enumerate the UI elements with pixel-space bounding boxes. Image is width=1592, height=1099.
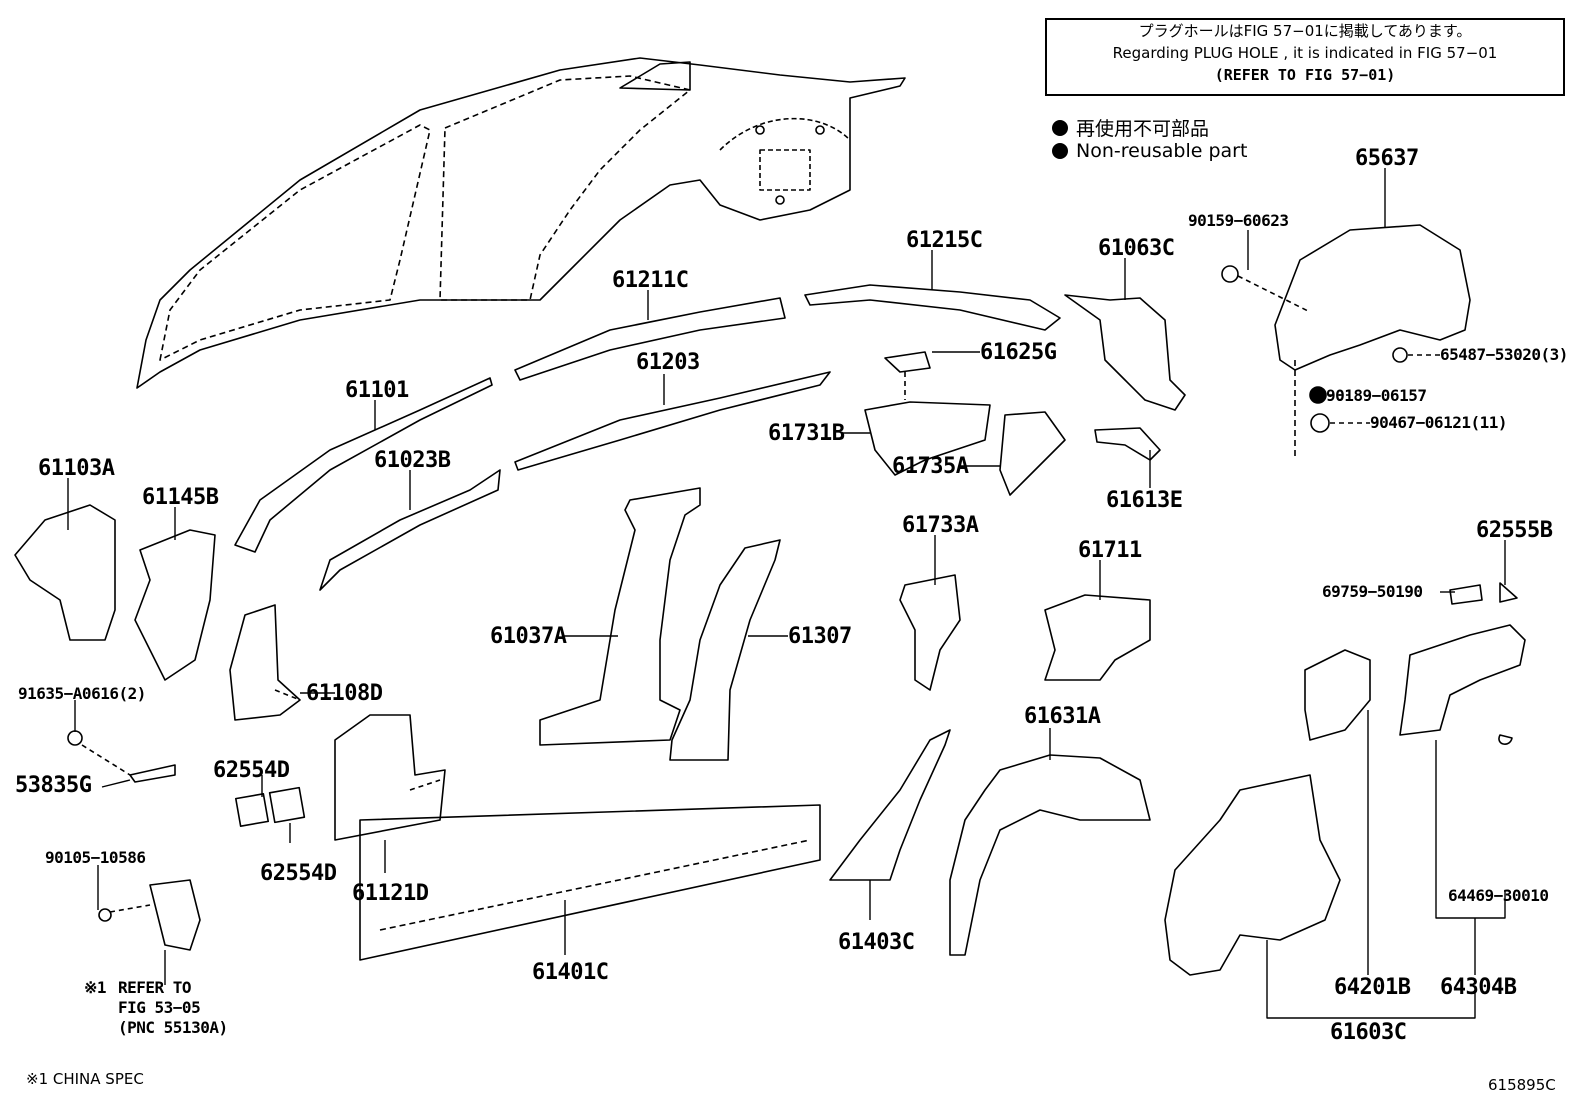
refer-line-3: (PNC 55130A): [118, 1018, 228, 1037]
part-label[interactable]: 61401C: [532, 960, 609, 985]
part-label[interactable]: 61101: [345, 378, 409, 403]
part-label[interactable]: 61203: [636, 350, 700, 375]
part-label[interactable]: 61108D: [306, 681, 383, 706]
part-label[interactable]: 61403C: [838, 930, 915, 955]
part-label[interactable]: 61613E: [1106, 488, 1183, 513]
note-line-en: Regarding PLUG HOLE , it is indicated in…: [1112, 44, 1498, 62]
legend-jp-text: 再使用不可部品: [1076, 118, 1210, 140]
bullet-icon: [1052, 119, 1068, 136]
figure-number: 615895C: [1488, 1076, 1556, 1094]
right-parts: [864, 224, 1526, 976]
part-label[interactable]: 61711: [1078, 538, 1142, 563]
refer-line-1: REFER TO: [118, 978, 192, 997]
part-label[interactable]: 65637: [1355, 146, 1419, 171]
part-label[interactable]: 64469−30010: [1448, 886, 1549, 905]
left-parts: [14, 504, 446, 951]
leader-lines: [67, 168, 1506, 1019]
part-label[interactable]: 69759−50190: [1322, 582, 1423, 601]
part-label[interactable]: 90159−60623: [1188, 211, 1289, 230]
part-label[interactable]: 61037A: [490, 624, 567, 649]
part-label[interactable]: 61631A: [1024, 704, 1101, 729]
part-label[interactable]: 61625G: [980, 340, 1057, 365]
note-line-refer: (REFER TO FIG 57−01): [1214, 66, 1396, 84]
legend-en: Non-reusable part: [1052, 140, 1247, 162]
refer-line-2: FIG 53−05: [118, 998, 201, 1017]
body-side-outer-panel: [136, 57, 906, 389]
part-label[interactable]: 61215C: [906, 228, 983, 253]
note-line-jp: プラグホールはFIG 57−01に掲載してあります。: [1138, 22, 1472, 40]
plug-hole-note: プラグホールはFIG 57−01に掲載してあります。 Regarding PLU…: [1045, 18, 1565, 96]
part-label[interactable]: 53835G: [15, 773, 92, 798]
part-label[interactable]: 65487−53020(3): [1440, 345, 1568, 364]
part-label[interactable]: 62554D: [213, 758, 290, 783]
part-label[interactable]: 61307: [788, 624, 852, 649]
legend-jp: 再使用不可部品: [1052, 114, 1209, 141]
part-label[interactable]: 61211C: [612, 268, 689, 293]
part-label[interactable]: 61735A: [892, 454, 969, 479]
part-label[interactable]: 61603C: [1330, 1020, 1407, 1045]
part-label[interactable]: 90105−10586: [45, 848, 146, 867]
part-label[interactable]: 91635−A0616(2): [18, 684, 146, 703]
refer-mark: ※1: [84, 978, 107, 997]
china-spec-note: ※1 CHINA SPEC: [26, 1070, 144, 1088]
part-label[interactable]: 64304B: [1440, 975, 1517, 1000]
part-label[interactable]: 61731B: [768, 421, 845, 446]
part-label[interactable]: 90467−06121(11): [1370, 413, 1508, 432]
part-label[interactable]: 61733A: [902, 513, 979, 538]
part-label[interactable]: 61103A: [38, 456, 115, 481]
part-label[interactable]: 61023B: [374, 448, 451, 473]
bullet-icon: [1052, 143, 1068, 159]
pillar-parts: [359, 487, 951, 961]
roof-rail-parts: [234, 284, 1061, 591]
part-label[interactable]: 61121D: [352, 881, 429, 906]
part-label[interactable]: 61145B: [142, 485, 219, 510]
part-label[interactable]: 61063C: [1098, 236, 1175, 261]
part-label[interactable]: 64201B: [1334, 975, 1411, 1000]
part-label[interactable]: 62555B: [1476, 518, 1553, 543]
part-label[interactable]: 62554D: [260, 861, 337, 886]
part-label[interactable]: 90189−06157: [1326, 386, 1427, 405]
legend-en-text: Non-reusable part: [1076, 140, 1248, 162]
